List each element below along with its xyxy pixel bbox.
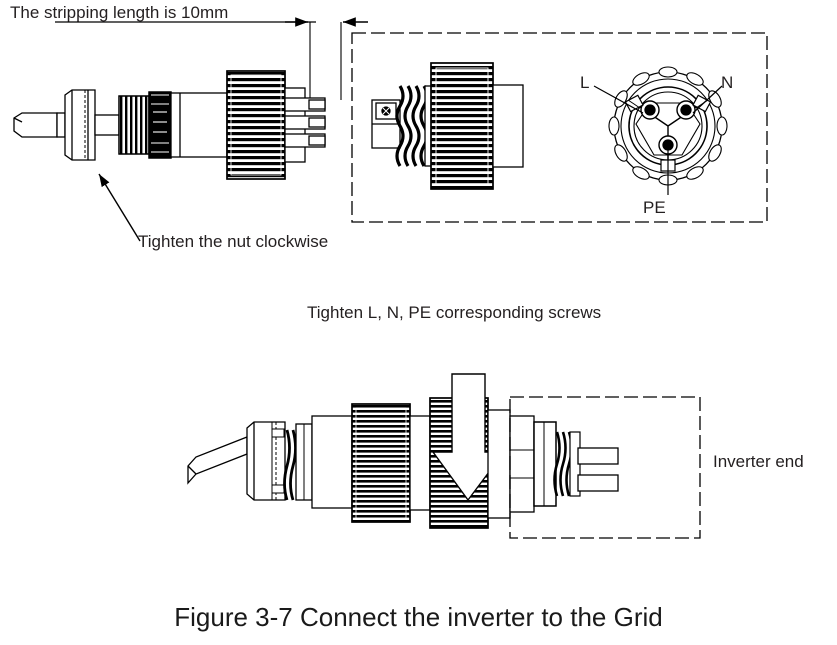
terminal-label-L: L: [580, 73, 590, 92]
inverter-socket: [487, 409, 619, 519]
nut-callout-leader: [98, 173, 141, 242]
thread-stack: [395, 85, 429, 167]
stripping-length-note: The stripping length is 10mm: [10, 3, 229, 22]
conductor-pins-top: [284, 97, 326, 148]
tighten-screws-note: Tighten L, N, PE corresponding screws: [307, 303, 602, 322]
cable-assembly-top: [13, 70, 326, 180]
assembled-connector: [371, 62, 524, 190]
terminal-label-N: N: [721, 73, 734, 92]
detail-box-bottom: [509, 396, 701, 539]
cable-assembly-bottom: [187, 397, 489, 529]
terminal-N: [676, 94, 712, 120]
insertion-arrow: [431, 373, 506, 502]
detail-box-top: [351, 32, 768, 223]
tighten-nut-note: Tighten the nut clockwise: [138, 232, 329, 251]
figure-caption: Figure 3-7 Connect the inverter to the G…: [174, 602, 663, 632]
connector-face-view: [608, 66, 728, 186]
terminal-label-PE: PE: [643, 198, 666, 217]
dimension-leader-line: [55, 17, 368, 100]
face-callout-leaders: [593, 85, 723, 195]
terminal-L: [624, 94, 660, 120]
inverter-end-label: Inverter end: [713, 452, 804, 471]
